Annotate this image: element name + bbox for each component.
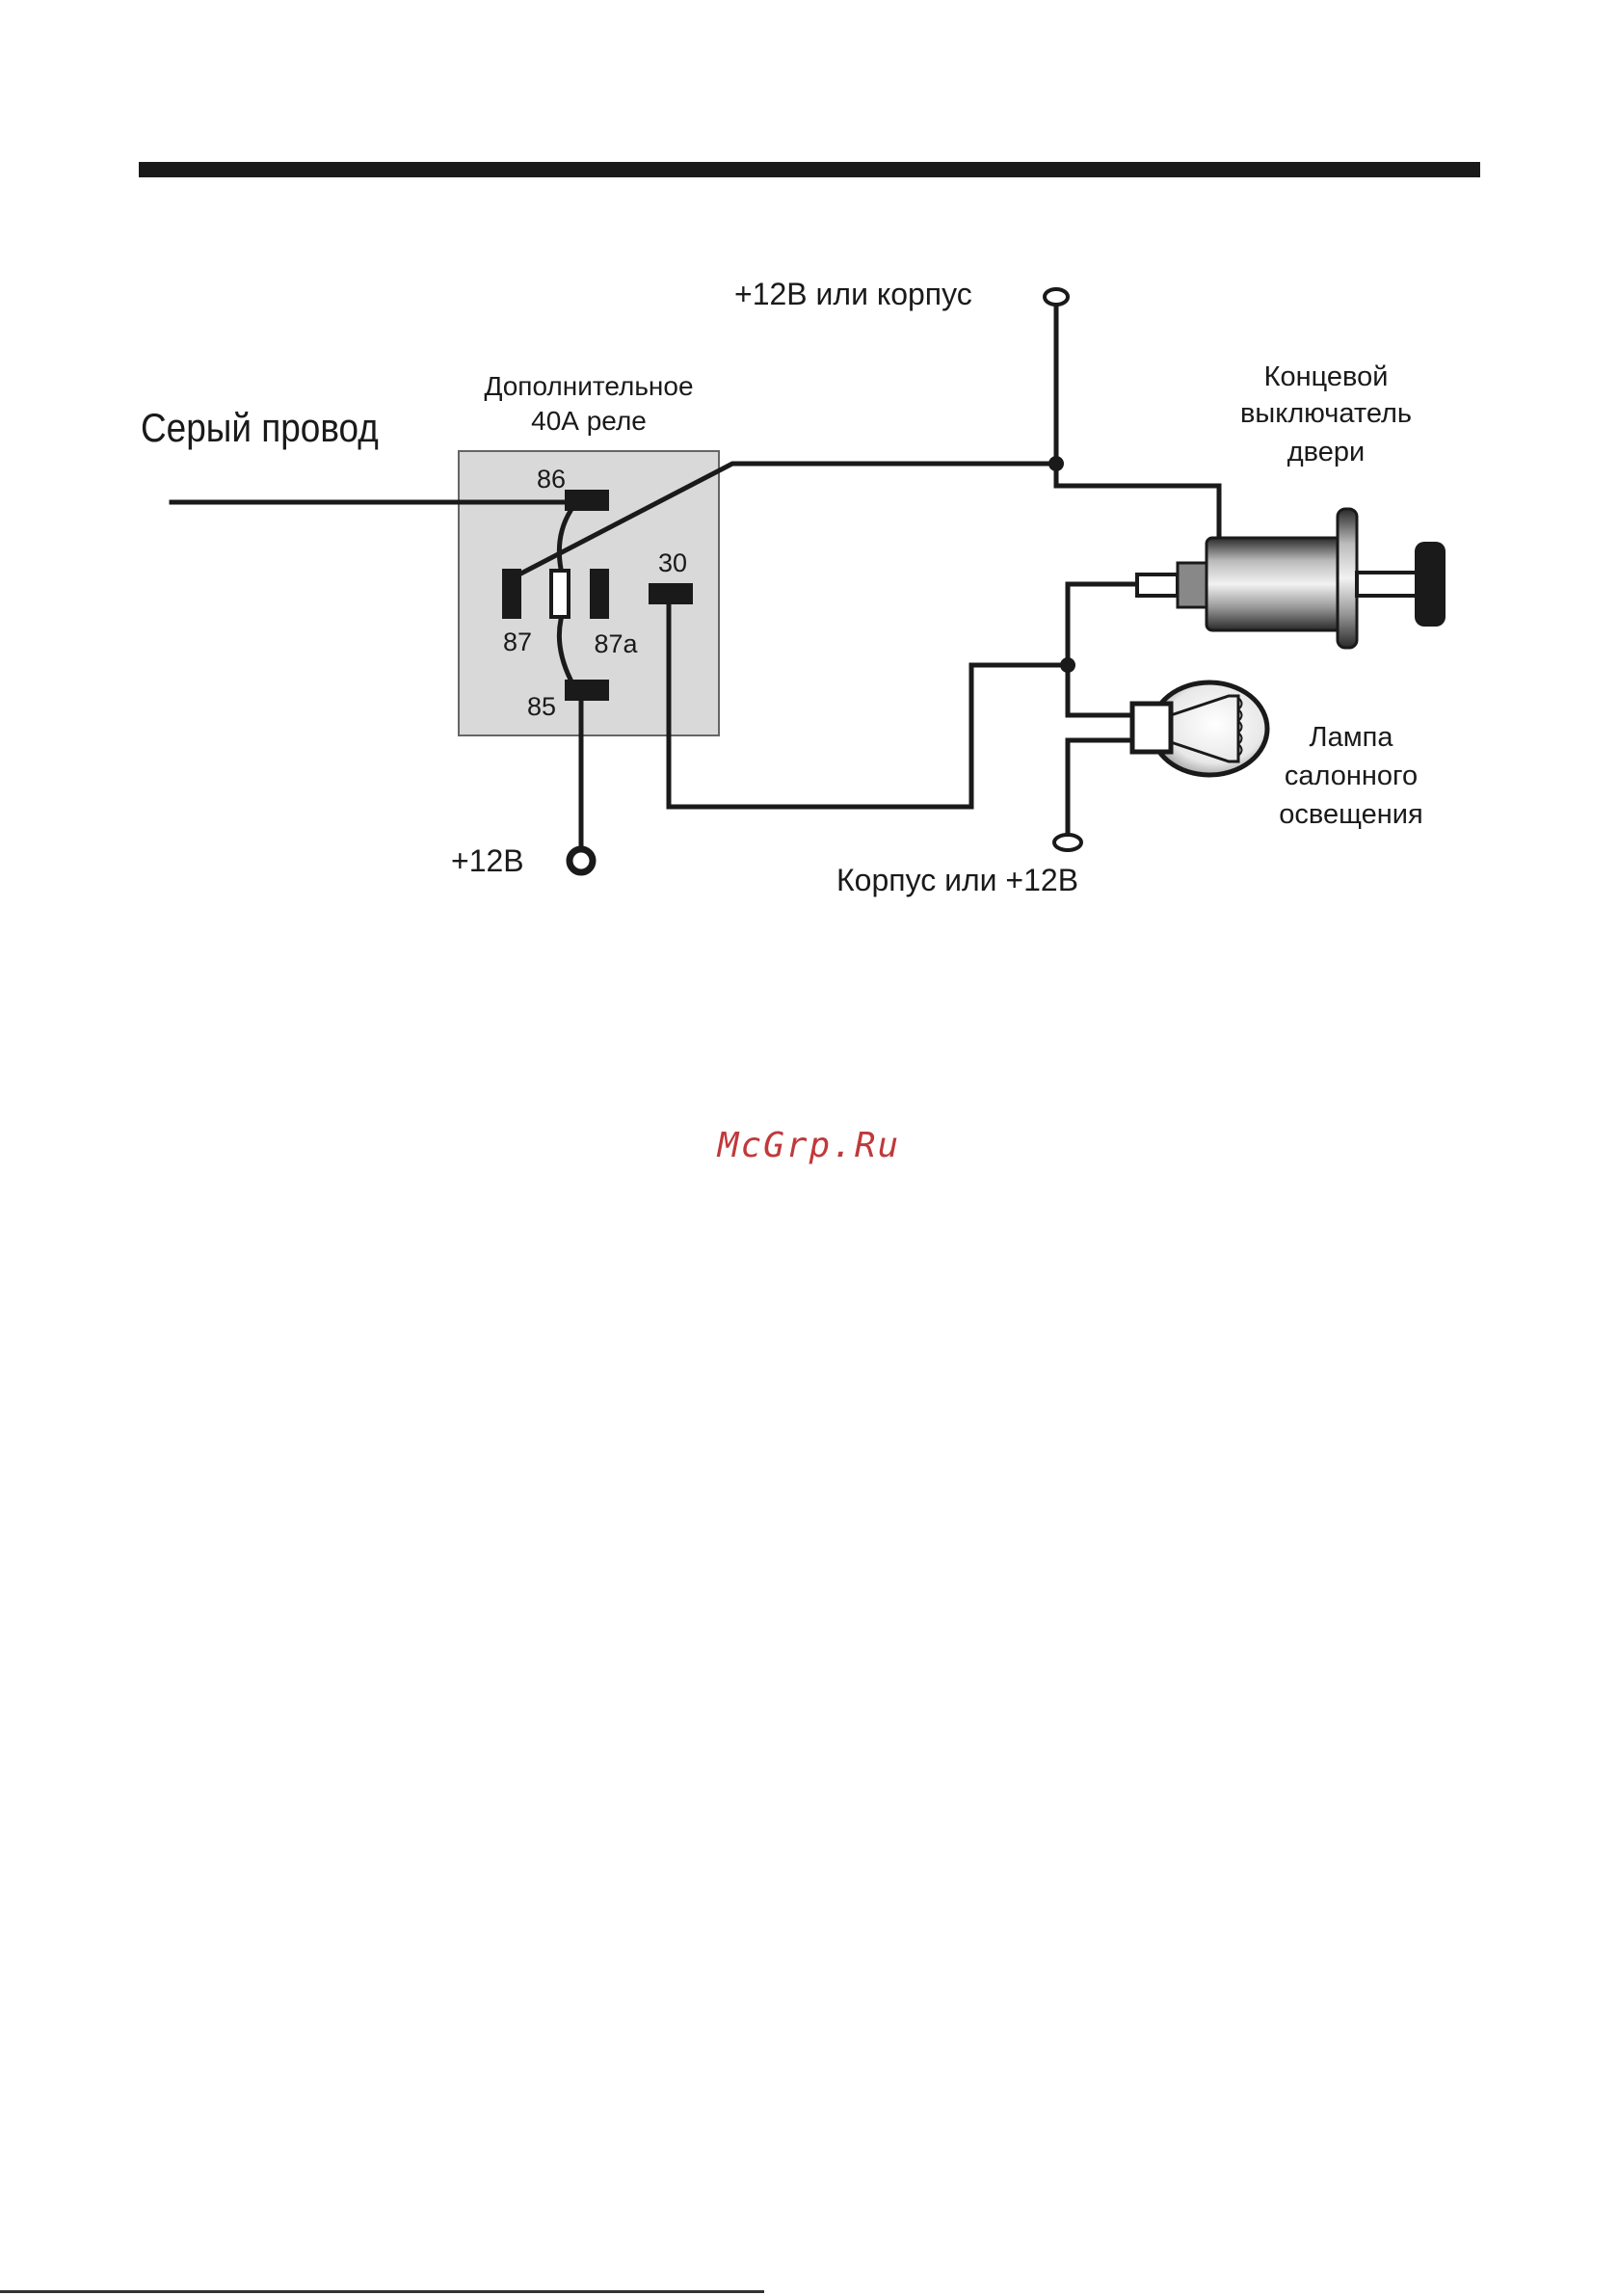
top-terminal-label: +12В или корпус bbox=[734, 277, 972, 311]
terminal-12v bbox=[570, 849, 593, 872]
bottom-left-terminal-label: +12В bbox=[451, 843, 524, 878]
bottom-rule bbox=[0, 2290, 764, 2293]
junction-dot-lamp bbox=[1060, 657, 1075, 673]
bottom-right-terminal-label: Корпус или +12В bbox=[836, 863, 1078, 897]
relay-wiring-diagram: Серый провод Дополнительное 40А реле 86 … bbox=[0, 0, 1618, 964]
wire-switch-to-lamp bbox=[1068, 584, 1137, 665]
pin-30 bbox=[649, 583, 693, 604]
pin-86 bbox=[565, 490, 609, 511]
door-switch-label-line2: выключатель bbox=[1240, 398, 1412, 429]
wire-30-to-lamp bbox=[669, 604, 1068, 807]
pin-87-label: 87 bbox=[503, 627, 532, 656]
relay-title-line1: Дополнительное bbox=[484, 371, 693, 401]
lamp-label-line1: Лампа bbox=[1310, 722, 1394, 753]
pin-30-label: 30 bbox=[658, 548, 687, 577]
pin-85 bbox=[565, 680, 609, 701]
wire-lamp-to-bottom-terminal bbox=[1068, 740, 1132, 834]
relay-title-line2: 40А реле bbox=[531, 406, 647, 436]
pin-87a bbox=[590, 569, 609, 619]
cabin-lamp-icon bbox=[1132, 682, 1267, 775]
lamp-label-line3: освещения bbox=[1279, 799, 1422, 830]
junction-dot-top bbox=[1048, 456, 1064, 471]
wire-to-door-switch bbox=[1056, 464, 1219, 536]
door-switch-label-line1: Концевой bbox=[1264, 361, 1389, 392]
door-switch-icon bbox=[1137, 509, 1446, 648]
pin-86-label: 86 bbox=[537, 465, 566, 494]
pin-85-label: 85 bbox=[527, 692, 556, 721]
lamp-label-line2: салонного bbox=[1285, 761, 1418, 791]
watermark: McGrp.Ru bbox=[0, 1126, 1618, 1165]
door-switch-label-line3: двери bbox=[1287, 437, 1365, 467]
coil-resistor bbox=[551, 571, 569, 617]
wire-junction-to-lamp bbox=[1068, 665, 1132, 715]
gray-wire-label: Серый провод bbox=[141, 406, 379, 451]
pin-87a-label: 87a bbox=[594, 629, 638, 658]
terminal-top bbox=[1045, 289, 1068, 305]
terminal-bottom-right bbox=[1054, 835, 1081, 850]
